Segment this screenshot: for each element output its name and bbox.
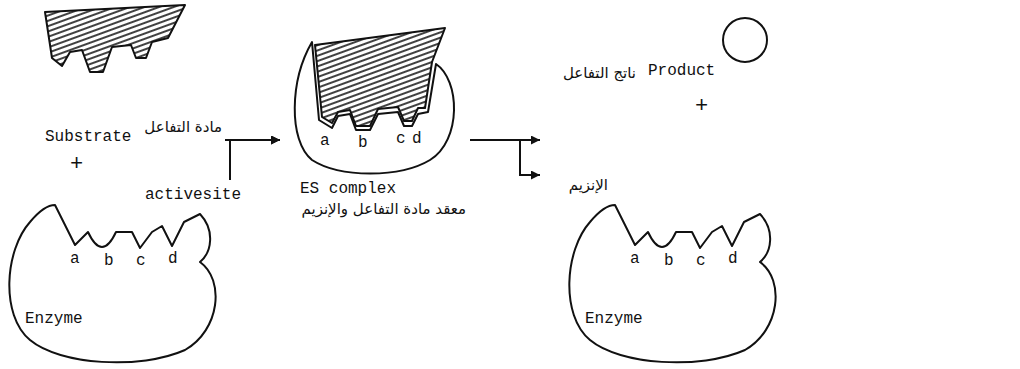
- product-circle: [723, 18, 767, 62]
- complex-substrate-shape: [315, 28, 445, 126]
- site-letter: c: [136, 252, 146, 271]
- reaction-arrow: [470, 140, 540, 175]
- substrate-node: Substrate مادة التفاعل: [40, 5, 225, 152]
- enzyme-shape: [9, 205, 215, 362]
- arabic-label: الإنزيم: [569, 176, 608, 195]
- substrate-shape: [45, 5, 185, 72]
- site-letter: d: [168, 250, 178, 269]
- active-site-label: activesite: [145, 186, 241, 205]
- site-letter: c: [396, 130, 406, 149]
- enzyme-node: a b c dEnzyme: [5, 180, 240, 365]
- site-letter: b: [664, 252, 674, 271]
- site-letter: a: [70, 250, 80, 269]
- arabic-label: ناتج التفاعل: [563, 64, 636, 83]
- product-node: ناتج التفاعل Product: [540, 15, 775, 150]
- site-letter: b: [104, 252, 114, 271]
- enzyme-node: a b c dEnzyme الإنزيم: [540, 160, 780, 365]
- arabic-label: معقد مادة التفاعل والإنزيم: [302, 200, 467, 219]
- site-letter: a: [320, 132, 330, 151]
- plus-sign: +: [695, 94, 708, 119]
- node-label: Enzyme: [585, 310, 643, 329]
- site-letter: d: [412, 130, 422, 149]
- arabic-label: مادة التفاعل: [144, 118, 222, 137]
- node-label: Product: [648, 62, 715, 81]
- site-letter: d: [728, 250, 738, 269]
- node-label: Substrate: [45, 128, 131, 147]
- reaction-arrow: [230, 140, 280, 180]
- node-label: Enzyme: [25, 310, 83, 329]
- node-label: ES complex: [300, 180, 396, 199]
- site-letter: a: [630, 250, 640, 269]
- es-complex-node: a b cd ES complexمعقد مادة التفاعل والإنزيم: [280, 25, 470, 225]
- enzyme-shape: [569, 205, 775, 362]
- site-letter: b: [358, 134, 368, 153]
- site-letter: c: [696, 252, 706, 271]
- plus-sign: +: [70, 152, 83, 177]
